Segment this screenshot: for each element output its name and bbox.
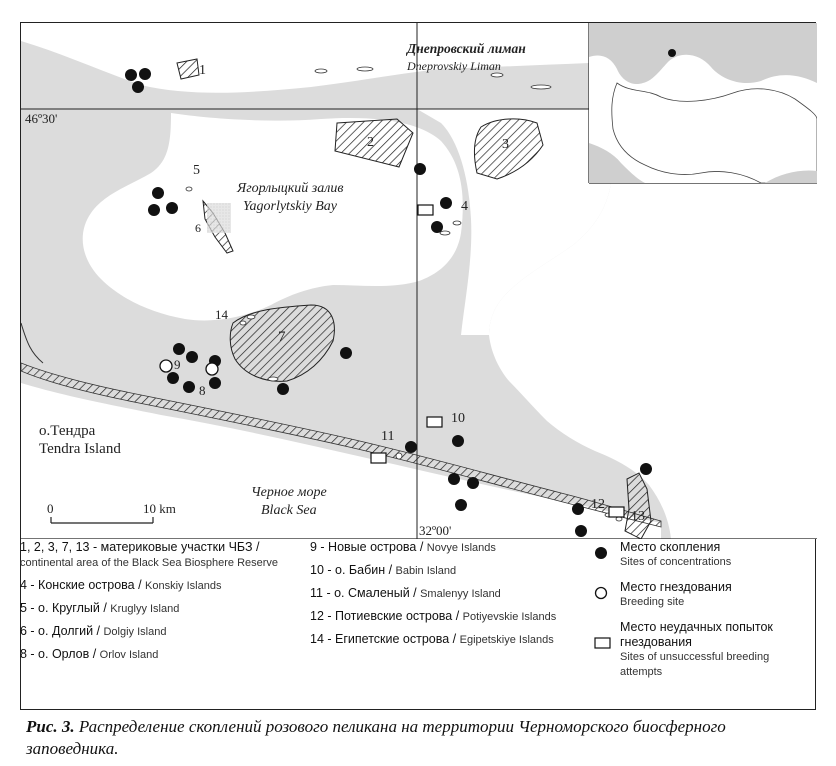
island-label-en: Tendra Island — [39, 441, 121, 457]
site-number: 7 — [278, 329, 286, 345]
site-number: 6 — [195, 221, 201, 235]
map-figure: Днепровский лиман Dneprovskiy Liman Ягор… — [20, 22, 817, 710]
site-number: 14 — [215, 307, 228, 322]
legend-item: 1, 2, 3, 7, 13 - материковые участки ЧБЗ… — [20, 540, 279, 569]
scale-end: 10 km — [143, 501, 176, 516]
legend-column-1: 1, 2, 3, 7, 13 - материковые участки ЧБЗ… — [20, 538, 300, 670]
legend-item: 14 - Египетские острова / Egipetskiye Is… — [310, 632, 554, 646]
site-number: 4 — [461, 199, 468, 214]
legend-item: 12 - Потиевские острова / Potiyevskie Is… — [310, 609, 557, 623]
site-number: 10 — [451, 411, 465, 426]
caption-text: Распределение скоплений розового пеликан… — [26, 717, 726, 758]
open-rectangle-icon — [594, 637, 611, 649]
legend-symbol-item: Место скопления Sites of concentrations — [592, 540, 812, 570]
site-number: 11 — [381, 429, 395, 444]
legend-symbol-item: Место неудачных попыток гнездования Site… — [592, 620, 812, 680]
tendra-spit — [21, 362, 662, 528]
legend-column-2: 9 - Новые острова / Novye Islands 10 - о… — [310, 538, 580, 655]
legend-item: 10 - о. Бабин / Babin Island — [310, 563, 457, 577]
small-islands — [185, 66, 623, 522]
estuary-label-en: Dneprovskiy Liman — [407, 59, 501, 73]
breeding-sites — [159, 359, 219, 376]
caption-label: Рис. 3. — [26, 717, 75, 736]
longitude-label: 32º00' — [419, 523, 452, 538]
bay-label-ru: Ягорлыцкий залив — [237, 181, 344, 196]
island-label-ru: о.Тендра — [39, 423, 96, 439]
bay-label-en: Yagorlytskiy Bay — [243, 199, 337, 214]
legend-item: 8 - о. Орлов / Orlov Island — [20, 647, 159, 661]
concentration-sites — [125, 68, 652, 537]
map-drawing — [21, 23, 817, 539]
sea-label-ru: Черное море — [251, 485, 327, 500]
scale-bar — [50, 517, 154, 524]
legend-item: 6 - о. Долгий / Dolgiy Island — [20, 624, 167, 638]
legend-column-3: Место скопления Sites of concentrations … — [592, 540, 812, 690]
legend-item: 11 - о. Смаленый / Smalenyy Island — [310, 586, 501, 600]
water-area — [21, 23, 817, 539]
site-number: 3 — [502, 137, 509, 152]
open-circle-icon — [594, 586, 608, 600]
filled-circle-icon — [595, 547, 607, 559]
site-number: 8 — [199, 383, 206, 398]
estuary-label-ru: Днепровский лиман — [407, 41, 526, 56]
scale-start: 0 — [47, 501, 54, 516]
legend-item: 9 - Новые острова / Novye Islands — [310, 540, 496, 554]
site-number: 13 — [631, 509, 645, 524]
legend-symbol-item: Место гнездования Breeding site — [592, 580, 812, 610]
legend-item: 4 - Конские острова / Konskiy Islands — [20, 578, 222, 592]
site-number: 12 — [591, 497, 605, 512]
site-number: 1 — [199, 63, 206, 78]
legend: 1, 2, 3, 7, 13 - материковые участки ЧБЗ… — [20, 538, 816, 710]
site-number: 9 — [174, 357, 181, 372]
figure-caption: Рис. 3. Распределение скоплений розового… — [26, 716, 816, 760]
reserve-areas — [176, 58, 652, 539]
site-number: 5 — [193, 163, 200, 178]
site-number: 2 — [367, 135, 374, 150]
inset-map — [589, 23, 817, 184]
sea-label-en: Black Sea — [261, 503, 317, 518]
legend-item: 5 - о. Круглый / Kruglyy Island — [20, 601, 180, 615]
unsuccessful-breeding-sites — [370, 204, 625, 518]
latitude-label: 46º30' — [25, 111, 58, 126]
